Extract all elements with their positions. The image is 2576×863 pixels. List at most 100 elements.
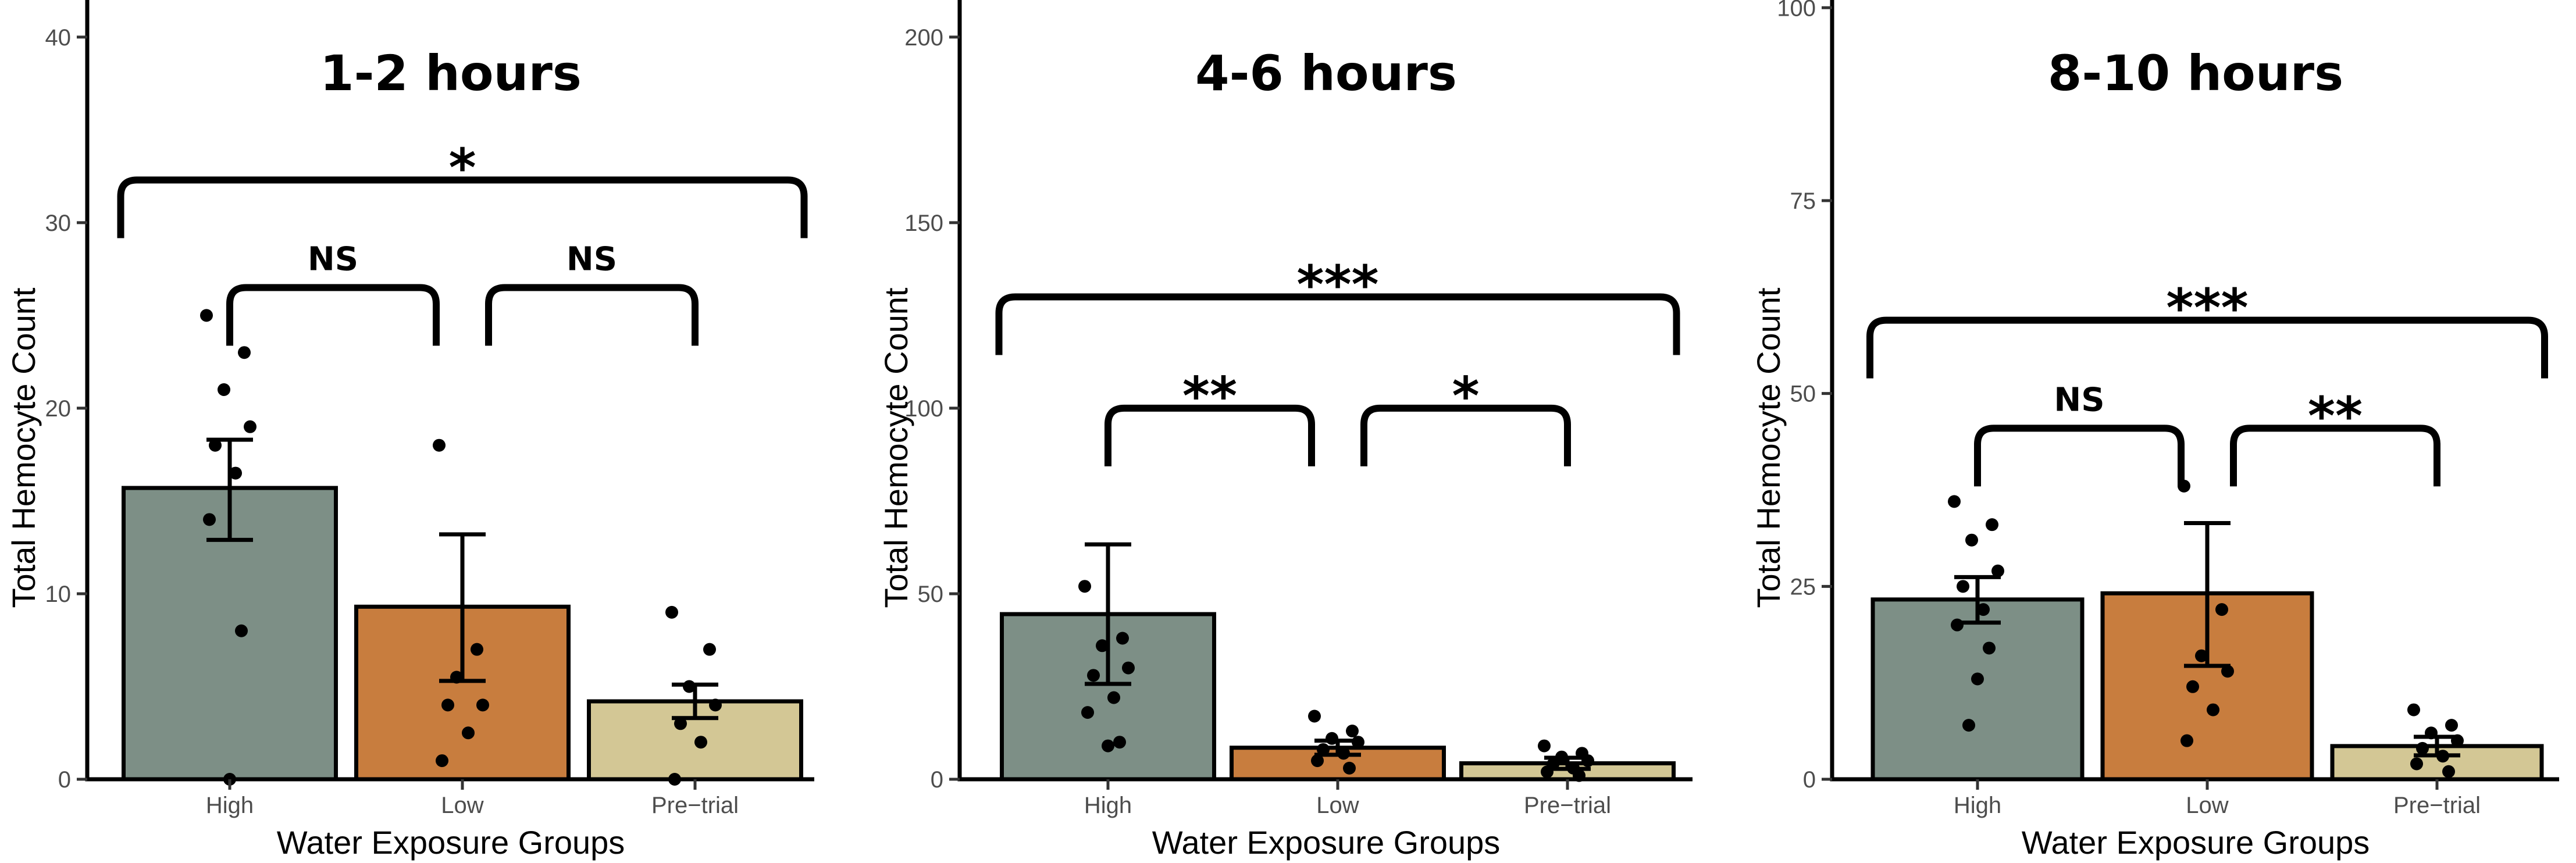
significance-bracket [1866, 316, 2548, 379]
significance-label: * [448, 137, 476, 198]
panel-title: 4-6 hours [1195, 45, 1457, 102]
data-point [1957, 580, 1969, 593]
data-point [235, 624, 248, 637]
data-point [1971, 672, 1984, 686]
significance-bracket [1104, 404, 1315, 466]
data-point [2186, 680, 2199, 693]
data-point [1311, 754, 1324, 768]
x-axis-title: Water Exposure Groups [277, 824, 625, 861]
data-point [2215, 603, 2228, 616]
data-point [1081, 706, 1094, 719]
data-point [1581, 754, 1594, 768]
y-tick-label: 40 [45, 25, 72, 51]
y-tick-label: 10 [45, 582, 72, 607]
data-point [1977, 603, 1990, 616]
x-tick-label: High [1084, 793, 1132, 818]
data-point [436, 754, 448, 768]
data-point [2410, 757, 2423, 771]
significance-bracket [485, 284, 699, 346]
data-point [2436, 750, 2449, 763]
significance-bracket [226, 284, 440, 346]
x-tick-label: Low [1316, 793, 1359, 818]
data-point [1346, 725, 1359, 738]
data-point [433, 438, 446, 452]
data-point [683, 680, 696, 693]
data-point [2407, 703, 2420, 716]
y-tick-label: 20 [45, 396, 72, 422]
data-point [2207, 703, 2219, 716]
y-tick-label: 50 [1790, 381, 1816, 407]
significance-bracket [2230, 425, 2440, 487]
data-point [238, 346, 251, 359]
data-point [1317, 743, 1330, 756]
data-point [2442, 765, 2455, 778]
data-point [229, 466, 242, 480]
data-point [200, 309, 213, 322]
significance-label: *** [2166, 278, 2248, 339]
data-point [1116, 632, 1129, 645]
data-point [1541, 765, 1554, 779]
data-point [1965, 533, 1978, 547]
significance-label: * [1452, 366, 1479, 427]
data-point [462, 726, 475, 740]
data-point [1107, 691, 1120, 704]
y-tick-label: 0 [58, 767, 71, 793]
x-axis-title: Water Exposure Groups [1152, 824, 1501, 861]
y-tick-label: 100 [1777, 0, 1816, 21]
data-point [1096, 639, 1109, 652]
data-point [1983, 641, 1996, 655]
data-point [1113, 736, 1126, 749]
y-tick-label: 150 [904, 211, 943, 236]
y-tick-label: 75 [1790, 188, 1816, 214]
x-tick-label: Pre−trial [1524, 793, 1611, 818]
data-point [2445, 719, 2458, 732]
data-point [2180, 734, 2193, 747]
y-tick-label: 50 [918, 582, 944, 607]
data-point [2451, 734, 2464, 747]
y-tick-label: 0 [1803, 767, 1816, 793]
y-axis-title: Total Hemocyte Count [878, 287, 914, 608]
data-point [209, 438, 222, 452]
x-axis-title: Water Exposure Groups [2022, 824, 2370, 861]
data-point [1948, 495, 1961, 508]
data-point [203, 513, 216, 526]
x-tick-label: High [1954, 793, 2001, 818]
data-point [1078, 580, 1091, 593]
significance-label: *** [1296, 254, 1378, 315]
significance-bracket [995, 293, 1680, 355]
significance-bracket [1974, 425, 2185, 487]
error-bar [1085, 542, 1131, 686]
x-tick-label: Low [441, 793, 483, 818]
significance-label: ** [2308, 386, 2363, 447]
data-point [1087, 669, 1100, 682]
y-tick-label: 25 [1790, 574, 1816, 600]
data-point [476, 698, 489, 712]
data-point [1122, 661, 1135, 675]
data-point [450, 671, 463, 684]
y-tick-label: 30 [45, 211, 72, 236]
data-point [2195, 649, 2208, 662]
y-axis-title: Total Hemocyte Count [1750, 287, 1787, 608]
data-point [2425, 726, 2438, 740]
data-point [441, 698, 454, 712]
data-point [674, 717, 687, 730]
data-point [1962, 719, 1975, 732]
significance-label: NS [308, 241, 358, 279]
error-bar [2184, 521, 2231, 668]
data-point [1337, 747, 1350, 760]
data-point [1343, 761, 1356, 775]
data-point [218, 383, 230, 396]
x-tick-label: Pre−trial [651, 793, 739, 818]
data-point [1951, 618, 1964, 632]
significance-label: NS [2054, 381, 2104, 419]
panel-title: 8-10 hours [2048, 45, 2343, 102]
significance-label: ** [1182, 366, 1237, 427]
y-tick-label: 0 [931, 767, 943, 793]
data-point [694, 736, 707, 749]
data-point [244, 420, 256, 433]
data-point [665, 605, 678, 619]
x-tick-label: High [206, 793, 254, 818]
data-point [1326, 732, 1338, 745]
